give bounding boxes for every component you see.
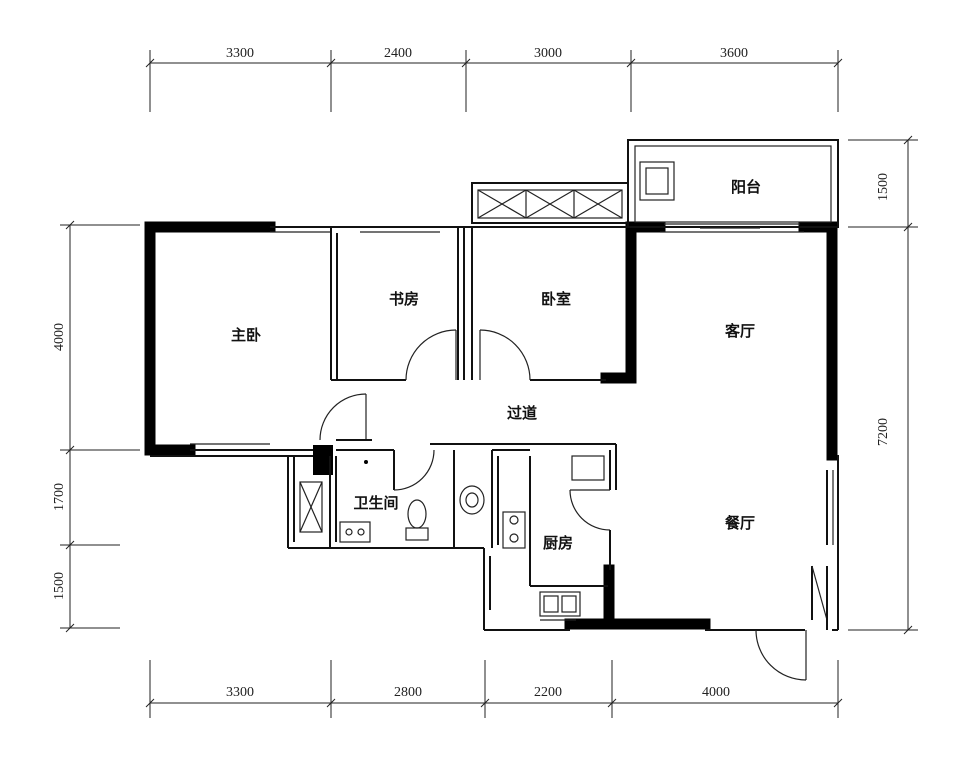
dim-left-3: 1500 — [52, 572, 67, 600]
left-dimension-line: 4000 1700 1500 — [52, 220, 140, 633]
dim-top-3: 3000 — [534, 46, 562, 61]
room-label-dining-room: 餐厅 — [725, 514, 755, 532]
room-label-balcony: 阳台 — [731, 178, 761, 196]
room-label-bedroom: 卧室 — [541, 290, 571, 308]
right-dimension-line: 1500 7200 — [848, 135, 918, 635]
dim-left-1: 4000 — [52, 323, 67, 351]
dim-bottom-4: 4000 — [702, 685, 730, 700]
bottom-dimension-line: 3300 2800 2200 4000 — [145, 660, 843, 718]
dim-bottom-1: 3300 — [226, 685, 254, 700]
dim-top-1: 3300 — [226, 46, 254, 61]
dim-left-2: 1700 — [52, 483, 67, 511]
room-label-master-bedroom: 主卧 — [231, 326, 261, 344]
interior-walls — [150, 139, 839, 681]
room-label-kitchen: 厨房 — [543, 534, 573, 552]
room-label-living-room: 客厅 — [724, 322, 755, 340]
top-dimension-line: 3300 2400 3000 3600 — [145, 46, 843, 112]
dim-right-2: 7200 — [876, 418, 891, 446]
dim-bottom-3: 2200 — [534, 685, 562, 700]
dim-top-4: 3600 — [720, 46, 748, 61]
dim-right-1: 1500 — [876, 173, 891, 201]
room-label-corridor: 过道 — [507, 404, 537, 422]
room-label-bathroom: 卫生间 — [353, 494, 398, 512]
room-labels: 主卧 书房 卧室 阳台 客厅 过道 卫生间 厨房 餐厅 — [231, 178, 761, 552]
dim-bottom-2: 2800 — [394, 685, 422, 700]
dim-top-2: 2400 — [384, 46, 412, 61]
room-label-study: 书房 — [389, 290, 419, 308]
